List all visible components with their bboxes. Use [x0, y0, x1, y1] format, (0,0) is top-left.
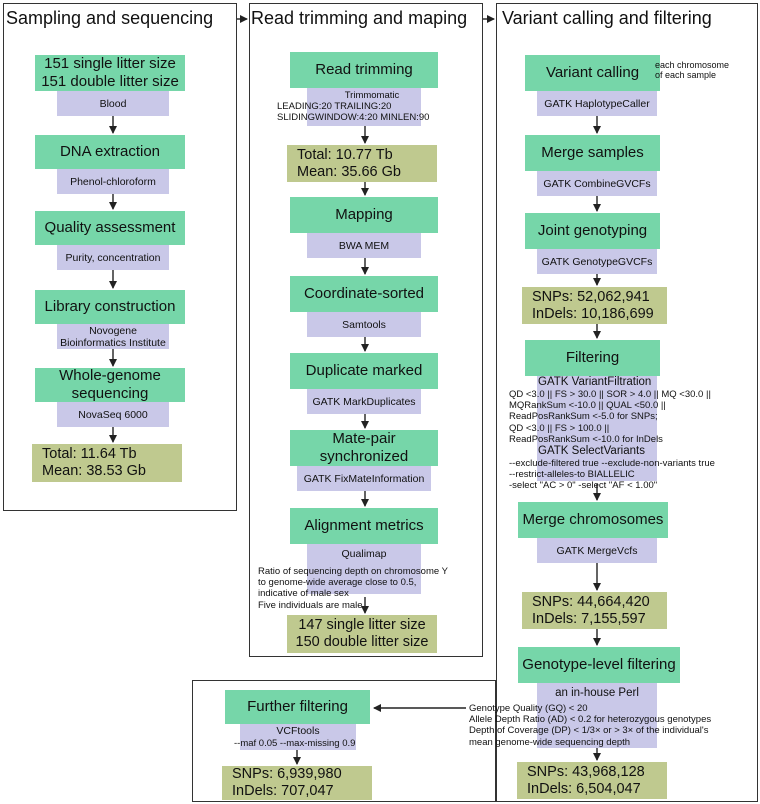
variant-column-frame [496, 3, 758, 802]
merge-chromosomes-step: Merge chromosomes [518, 502, 668, 538]
coordinate-sorted-method: Samtools [307, 312, 421, 337]
dna-extraction-step: DNA extraction [35, 135, 185, 169]
final-sample-output-box: 147 single litter size 150 double litter… [287, 615, 437, 653]
filtering-tool2-line1: --exclude-filtered true --exclude-non-va… [509, 458, 715, 470]
mate-pair-method: GATK FixMateInformation [297, 466, 431, 491]
merge-output-snps: SNPs: 44,664,420 [532, 593, 650, 610]
joint-genotyping-method: GATK GenotypeGVCFs [537, 249, 657, 274]
sample-size-single: 151 single litter size [44, 55, 176, 72]
final-sample-single: 147 single litter size [298, 617, 426, 633]
read-trimming-step: Read trimming [290, 52, 438, 88]
variant-calling-note: each chromosome of each sample [655, 60, 755, 80]
filtering-tool1: GATK VariantFiltration [538, 376, 652, 388]
trimming-param-line1: LEADING:20 TRAILING:20 [277, 101, 392, 113]
further-filtering-tool-bg: VCFtools [240, 724, 356, 750]
joint-genotyping-step: Joint genotyping [525, 213, 660, 249]
merge-samples-step: Merge samples [525, 135, 660, 171]
filtering-params: GATK VariantFiltration QD <3.0 || FS > 3… [509, 376, 715, 492]
sex-note-line4: Five individuals are male [258, 599, 363, 611]
further-filtering-step: Further filtering [225, 690, 370, 724]
genotype-filtering-step: Genotype-level filtering [518, 647, 680, 683]
vcftools-label: VCFtools [276, 725, 320, 737]
library-construction-method: Novogene Bioinformatics Institute [57, 324, 169, 349]
further-filtering-frame [192, 680, 496, 802]
sampling-output-mean: Mean: 38.53 Gb [42, 463, 146, 479]
wgs-method: NovaSeq 6000 [57, 402, 169, 427]
trimmomatic-label: Trimmomatic [344, 90, 400, 101]
qualimap-label: Qualimap [341, 548, 387, 560]
further-output-snps: SNPs: 6,939,980 [232, 766, 342, 782]
filtering-tool2-line2: --restrict-alleles-to BIALLELIC [509, 469, 635, 481]
sex-note: Ratio of sequencing depth on chromosome … [258, 566, 448, 611]
genotype-output-snps: SNPs: 43,968,128 [527, 763, 645, 780]
sampling-output-total: Total: 11.64 Tb [42, 446, 137, 462]
joint-output-snps: SNPs: 52,062,941 [532, 288, 650, 305]
merge-output-indels: InDels: 7,155,597 [532, 610, 646, 627]
read-trimming-params-text: Trimmomatic LEADING:20 TRAILING:20 SLIDI… [277, 90, 467, 124]
perl-label: an in-house Perl [555, 687, 639, 699]
trim-output-mean: Mean: 35.66 Gb [297, 163, 401, 180]
sampling-title: Sampling and sequencing [6, 8, 214, 28]
filtering-tool1-line3: ReadPosRankSum <-5.0 for SNPs; [509, 411, 658, 423]
duplicate-marked-method: GATK MarkDuplicates [307, 389, 421, 414]
trim-output-box: Total: 10.77 Tb Mean: 35.66 Gb [287, 145, 437, 182]
further-output-box: SNPs: 6,939,980 InDels: 707,047 [222, 766, 372, 800]
further-output-indels: InDels: 707,047 [232, 783, 334, 799]
duplicate-marked-step: Duplicate marked [290, 353, 438, 389]
mapping-step: Mapping [290, 197, 438, 233]
variant-calling-note-line2: of each sample [655, 70, 717, 80]
genotype-output-box: SNPs: 43,968,128 InDels: 6,504,047 [517, 762, 667, 799]
sex-note-line2: to genome-wide average close to 0.5, [258, 577, 417, 589]
genotype-output-indels: InDels: 6,504,047 [527, 780, 641, 797]
sample-size-double: 151 double litter size [41, 73, 179, 90]
merge-chromosomes-method: GATK MergeVcfs [537, 538, 657, 563]
merge-samples-method: GATK CombineGVCFs [537, 171, 657, 196]
wgs-step: Whole-genome sequencing [35, 367, 185, 402]
coordinate-sorted-step: Coordinate-sorted [290, 276, 438, 312]
final-sample-double: 150 double litter size [295, 634, 429, 650]
sex-note-line3: indicative of male sex [258, 588, 349, 600]
filtering-params-bg [537, 376, 657, 481]
filtering-tool1-line2: MQRankSum <-10.0 || QUAL <50.0 || [509, 400, 666, 412]
merge-output-box: SNPs: 44,664,420 InDels: 7,155,597 [522, 592, 667, 629]
trim-output-total: Total: 10.77 Tb [297, 146, 393, 163]
trimming-title: Read trimming and maping [251, 8, 468, 28]
genotype-param-depth: mean genome-wide sequencing depth [469, 736, 631, 748]
joint-output-indels: InDels: 10,186,699 [532, 305, 654, 322]
library-construction-step: Library construction [35, 290, 185, 324]
filtering-tool2-line3: -select "AC > 0" -select "AF < 1.00" [509, 480, 658, 492]
genotype-filtering-params: Genotype Quality (GQ) < 20 Allele Depth … [469, 703, 711, 748]
sex-note-line1: Ratio of sequencing depth on chromosome … [258, 566, 448, 577]
quality-assessment-method: Purity, concentration [57, 245, 169, 270]
sampling-output-box: Total: 11.64 Tb Mean: 38.53 Gb [32, 444, 182, 482]
sample-sizes-box: 151 single litter size 151 double litter… [35, 55, 185, 91]
genotype-param-gq: Genotype Quality (GQ) < 20 [469, 703, 588, 714]
filtering-tool1-line5: ReadPosRankSum <-10.0 for InDels [509, 433, 663, 445]
tissue-box: Blood [57, 91, 169, 116]
genotype-param-dp: Depth of Coverage (DP) < 1/3× or > 3× of… [469, 725, 709, 737]
variant-calling-method: GATK HaplotypeCaller [537, 91, 657, 116]
filtering-tool1-line1: QD <3.0 || FS > 30.0 || SOR > 4.0 || MQ … [509, 389, 711, 400]
joint-output-box: SNPs: 52,062,941 InDels: 10,186,699 [522, 287, 667, 324]
variant-calling-step: Variant calling [525, 55, 660, 91]
quality-assessment-step: Quality assessment [35, 211, 185, 245]
filtering-step: Filtering [525, 340, 660, 376]
dna-extraction-method: Phenol-chloroform [57, 169, 169, 194]
further-filtering-params: --maf 0.05 --max-missing 0.9 [234, 738, 356, 749]
trimming-param-line2: SLIDINGWINDOW:4:20 MINLEN:90 [277, 112, 430, 124]
sampling-column-frame [3, 3, 237, 511]
read-trimming-params [307, 88, 421, 126]
variant-title: Variant calling and filtering [502, 8, 712, 28]
genotype-param-ad: Allele Depth Ratio (AD) < 0.2 for hetero… [469, 714, 712, 726]
trimming-column-frame [249, 3, 483, 657]
variant-calling-note-line1: each chromosome [655, 60, 730, 70]
filtering-tool2: GATK SelectVariants [538, 445, 645, 458]
alignment-metrics-step: Alignment metrics [290, 508, 438, 544]
mate-pair-step: Mate-pair synchronized [290, 430, 438, 466]
filtering-tool1-line4: QD <3.0 || FS > 100.0 || [509, 422, 610, 434]
mapping-method: BWA MEM [307, 233, 421, 258]
alignment-metrics-method: Qualimap [307, 544, 421, 594]
genotype-filtering-params-bg: an in-house Perl [537, 683, 657, 748]
